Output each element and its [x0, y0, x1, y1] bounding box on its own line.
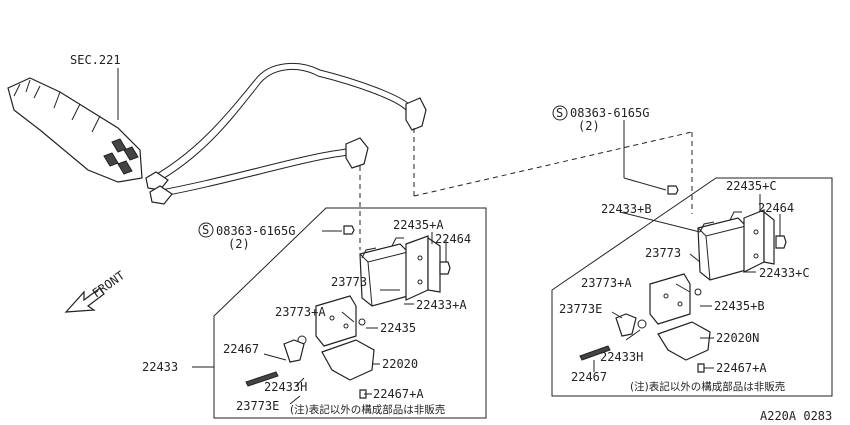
right-23773: 23773 [645, 246, 681, 260]
right-22433H: 22433H [600, 350, 643, 364]
ignition-coil-right [579, 209, 787, 373]
ignition-wires [145, 62, 427, 205]
left-23773A: 23773+A [275, 305, 326, 319]
right-note: (注)表記以外の構成部品は非販売 [630, 380, 785, 393]
left-22433H: 22433H [264, 380, 307, 394]
s-bolt-right-label: 08363-6165G [570, 106, 649, 120]
right-22467A: 22467+A [716, 361, 767, 375]
right-23773A: 23773+A [581, 276, 632, 290]
left-coil-box [213, 207, 487, 419]
right-22435C: 22435+C [726, 179, 777, 193]
distributor-cap [7, 68, 143, 183]
s-bolt-left-qty: (2) [228, 237, 250, 251]
right-22435B: 22435+B [714, 299, 765, 313]
s-bolt-left-label: 08363-6165G [216, 224, 295, 238]
left-22435A: 22435+A [393, 218, 444, 232]
front-arrow-icon [64, 287, 105, 313]
front-label: FRONT [90, 268, 128, 300]
s-bolt-right-qty: (2) [578, 119, 600, 133]
left-23773E: 23773E [236, 399, 279, 413]
left-22433: 22433 [142, 360, 178, 374]
right-22020N: 22020N [716, 331, 759, 345]
left-22464: 22464 [435, 232, 471, 246]
right-coil-box [551, 177, 833, 397]
right-leaders [593, 194, 781, 372]
sec-label: SEC.221 [70, 53, 121, 67]
left-22433A: 22433+A [416, 298, 467, 312]
svg-text:S: S [202, 223, 209, 237]
left-note: (注)表記以外の構成部品は非販売 [290, 403, 445, 416]
leader-dash [413, 131, 693, 197]
right-23773E: 23773E [559, 302, 602, 316]
right-22464: 22464 [758, 201, 794, 215]
right-22433C: 22433+C [759, 266, 810, 280]
left-22435: 22435 [380, 321, 416, 335]
s-bolt-left: S [198, 222, 355, 238]
s-circle-icon [552, 105, 568, 121]
left-leaders [192, 232, 447, 405]
right-22433B: 22433+B [601, 202, 652, 216]
left-23773: 23773 [331, 275, 367, 289]
left-22467: 22467 [223, 342, 259, 356]
right-22467: 22467 [571, 370, 607, 384]
s-circle-icon [198, 222, 214, 238]
reference-code: A220A 0283 [760, 409, 832, 423]
left-22467A: 22467+A [373, 387, 424, 401]
s-bolt-right: S [552, 105, 679, 195]
left-22020: 22020 [382, 357, 418, 371]
svg-text:S: S [556, 106, 563, 120]
